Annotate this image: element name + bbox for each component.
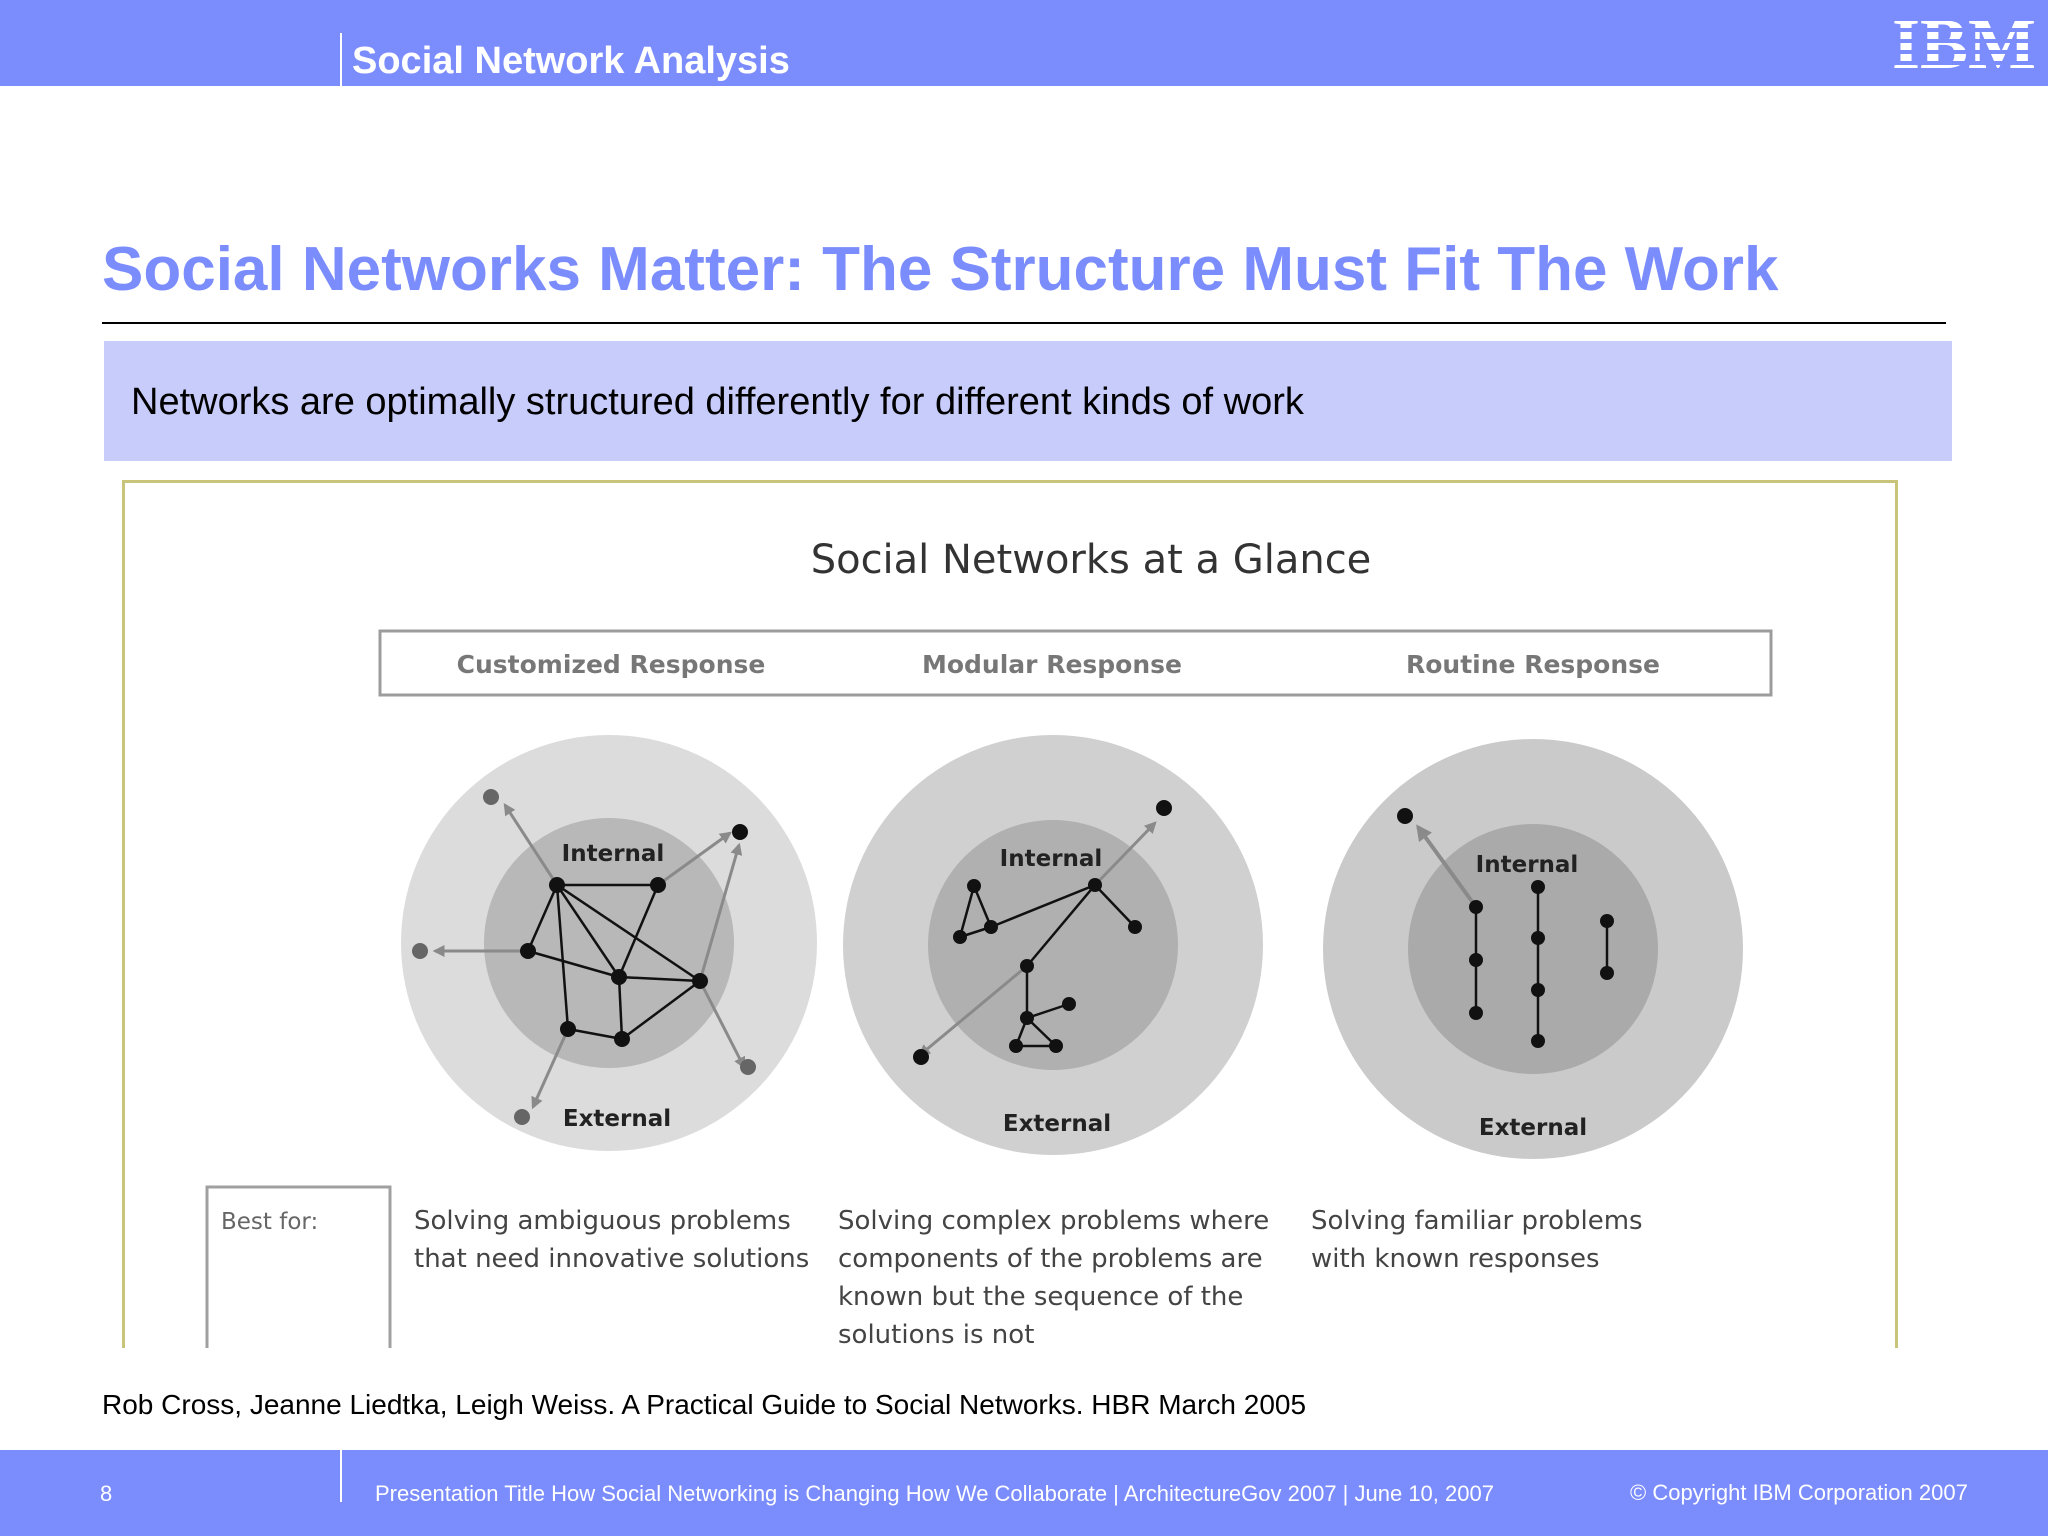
column-header-routine: Routine Response	[1406, 650, 1660, 679]
header-divider	[340, 33, 342, 86]
best-for-modular: Solving complex problems where component…	[838, 1206, 1269, 1348]
network-figure: Social Networks at a Glance Customized R…	[122, 480, 1898, 1348]
nodes	[520, 824, 748, 1047]
best-for-line: that need innovative solutions	[414, 1244, 809, 1274]
presentation-title: Presentation Title How Social Networking…	[375, 1481, 1494, 1506]
subtitle-text: Networks are optimally structured differ…	[131, 381, 1304, 423]
internal-label: Internal	[562, 841, 665, 867]
best-for-routine: Solving familiar problems with known res…	[1311, 1206, 1643, 1274]
best-for-label: Best for:	[221, 1209, 318, 1235]
outbound-arrows	[1416, 824, 1478, 909]
header-bar: Social Network Analysis IBM	[0, 0, 2048, 86]
slide-title: Social Networks Matter: The Structure Mu…	[102, 235, 1779, 304]
copyright-text: © Copyright IBM Corporation 2007	[1630, 1480, 1968, 1505]
external-nodes	[412, 789, 756, 1125]
external-label: External	[563, 1106, 671, 1132]
internal-label: Internal	[1476, 852, 1579, 878]
svg-text:IBM: IBM	[1892, 10, 2036, 72]
internal-circle	[484, 818, 734, 1068]
best-for-line: known but the sequence of the	[838, 1282, 1243, 1312]
external-label: External	[1479, 1115, 1587, 1141]
figure-title: Social Networks at a Glance	[811, 537, 1372, 583]
response-header-box	[378, 629, 1773, 697]
nodes	[913, 800, 1172, 1065]
outbound-arrows	[918, 821, 1157, 1057]
best-for-line: components of the problems are	[838, 1244, 1263, 1274]
page-number: 8	[100, 1481, 113, 1506]
modular-network: Internal External	[843, 735, 1263, 1155]
external-label: External	[1003, 1111, 1111, 1137]
column-header-modular: Modular Response	[922, 650, 1182, 679]
internal-circle	[928, 820, 1178, 1070]
nodes	[1397, 808, 1614, 1048]
ibm-logo-icon: IBM	[1892, 10, 2036, 72]
best-for-box	[205, 1185, 392, 1348]
best-for-line: Solving familiar problems	[1311, 1206, 1643, 1236]
section-title: Social Network Analysis	[352, 40, 790, 82]
title-rule	[102, 322, 1946, 324]
citation-text: Rob Cross, Jeanne Liedtka, Leigh Weiss. …	[102, 1389, 1307, 1420]
column-header-customized: Customized Response	[457, 650, 766, 679]
connections	[526, 883, 701, 1041]
subtitle-box: Networks are optimally structured differ…	[104, 341, 1952, 461]
network-diagram-svg: Social Networks at a Glance Customized R…	[205, 537, 1773, 1348]
best-for-customized: Solving ambiguous problems that need inn…	[414, 1206, 809, 1274]
best-for-line: Solving ambiguous problems	[414, 1206, 791, 1236]
routine-network: Internal External	[1323, 739, 1743, 1159]
customized-network: Internal External	[401, 735, 817, 1151]
internal-label: Internal	[1000, 846, 1103, 872]
best-for-line: solutions is not	[838, 1320, 1034, 1348]
outbound-arrows	[432, 802, 746, 1110]
footer-divider	[340, 1450, 342, 1502]
footer-bar: 8 Presentation Title How Social Networki…	[0, 1450, 2048, 1536]
best-for-line: Solving complex problems where	[838, 1206, 1269, 1236]
best-for-line: with known responses	[1311, 1244, 1600, 1274]
